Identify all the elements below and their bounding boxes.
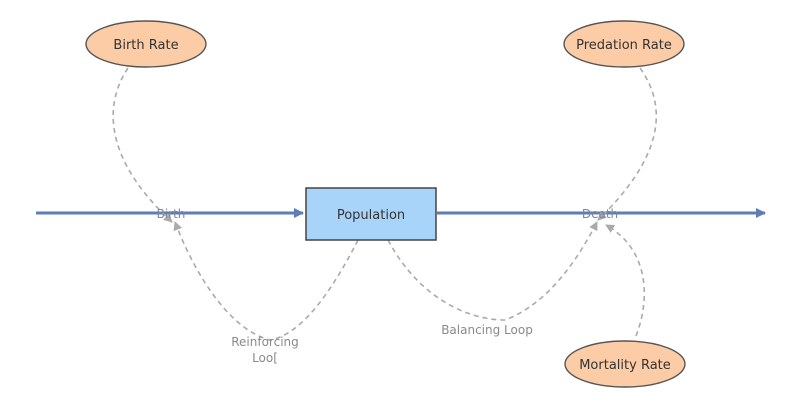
link-population-to-death[interactable] bbox=[387, 221, 598, 321]
mortality-rate-variable[interactable]: Mortality Rate bbox=[564, 340, 686, 388]
population-label: Population bbox=[337, 208, 405, 223]
reinforcing-loop-line2: Loo[ bbox=[252, 351, 278, 365]
death-flow-label: Death bbox=[582, 207, 618, 221]
balancing-loop-label: Balancing Loop bbox=[441, 323, 533, 337]
link-predation-rate-to-death[interactable] bbox=[597, 67, 658, 221]
link-mortality-rate-to-death[interactable] bbox=[605, 224, 646, 337]
reinforcing-loop-label: Reinforcing Loo[ bbox=[231, 335, 299, 365]
population-stock[interactable]: Population bbox=[305, 187, 437, 241]
predation-rate-variable[interactable]: Predation Rate bbox=[563, 20, 685, 68]
birth-rate-label: Birth Rate bbox=[113, 38, 178, 53]
link-population-to-birth[interactable] bbox=[173, 221, 359, 341]
mortality-rate-label: Mortality Rate bbox=[579, 358, 671, 373]
reinforcing-loop-line1: Reinforcing bbox=[231, 335, 299, 349]
birth-flow-label: Birth bbox=[157, 207, 186, 221]
predation-rate-label: Predation Rate bbox=[576, 38, 672, 53]
link-birth-rate-to-birth[interactable] bbox=[112, 67, 173, 223]
birth-rate-variable[interactable]: Birth Rate bbox=[85, 20, 207, 68]
